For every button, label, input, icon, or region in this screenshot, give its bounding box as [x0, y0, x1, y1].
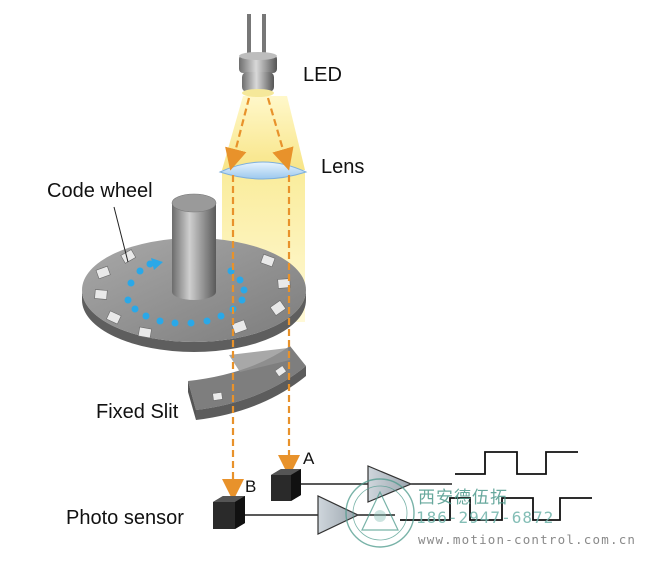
code-wheel-pointer — [113, 206, 129, 263]
watermark-url: www.motion-control.com.cn — [418, 532, 637, 547]
fixed-slit-icon — [188, 346, 306, 420]
photo-sensor-b — [213, 496, 245, 529]
code-wheel-label: Code wheel — [47, 180, 153, 202]
amplifier-b-icon — [317, 495, 360, 535]
led-light-cone — [222, 96, 305, 170]
square-wave-a — [455, 451, 578, 475]
watermark-company: 西安德伍拓 — [418, 488, 508, 508]
lens-label: Lens — [321, 156, 365, 178]
channel-b-label: B — [245, 477, 257, 496]
photo-sensor-label: Photo sensor — [66, 507, 184, 529]
watermark-logo-icon — [345, 478, 415, 548]
watermark-phone: 186-2947-6872 — [416, 508, 555, 527]
led-label: LED — [303, 64, 342, 86]
photo-sensor-a — [271, 469, 301, 501]
amplifier-a-icon — [367, 465, 413, 503]
led-icon — [239, 14, 277, 97]
sensor-wires — [245, 483, 452, 516]
channel-a-label: A — [303, 449, 315, 468]
square-wave-b — [400, 497, 592, 521]
light-path-arrows — [222, 97, 300, 501]
fixed-slit-label: Fixed Slit — [96, 401, 179, 423]
code-wheel-icon — [82, 193, 306, 352]
